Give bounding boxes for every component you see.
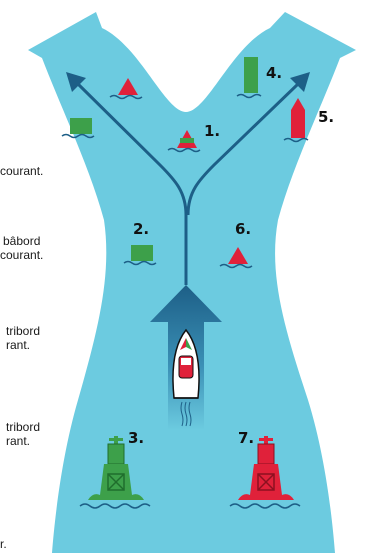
side-text-3: courant.	[0, 248, 43, 262]
buoy-number-6: 6.	[235, 220, 251, 238]
buoy-number-5: 5.	[318, 108, 334, 126]
buoy-number-1: 1.	[204, 122, 220, 140]
side-text-5: rant.	[6, 338, 30, 352]
buoy-number-3: 3.	[128, 429, 144, 447]
water-area	[28, 12, 356, 553]
side-text-8: r.	[0, 537, 7, 551]
side-text-6: tribord	[6, 420, 40, 434]
side-text-2: bâbord	[3, 234, 40, 248]
side-text-7: rant.	[6, 434, 30, 448]
buoy-number-7: 7.	[238, 429, 254, 447]
buoy-number-2: 2.	[133, 220, 149, 238]
buoy-number-4: 4.	[266, 64, 282, 82]
side-text-1: courant.	[0, 164, 43, 178]
side-text-4: tribord	[6, 324, 40, 338]
